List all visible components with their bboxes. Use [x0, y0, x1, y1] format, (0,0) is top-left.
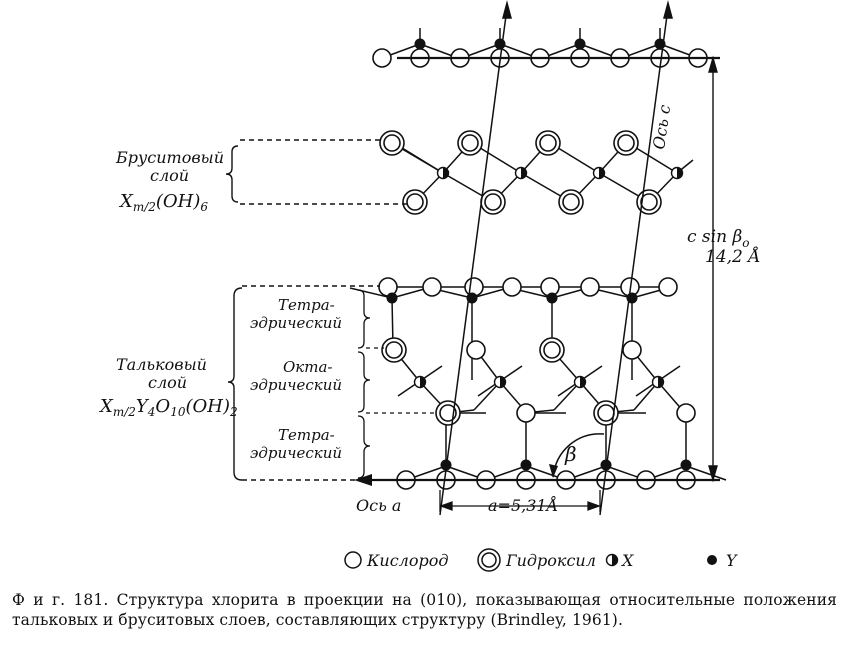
a-dimension — [439, 490, 601, 512]
hydroxyl-atom-inner — [461, 134, 479, 152]
legend-x-symbol-half — [612, 554, 618, 566]
beta-arrow — [549, 464, 558, 478]
tetra-2a: Тетра- — [278, 426, 335, 444]
hydroxyl-atom-inner — [562, 193, 580, 211]
bond — [685, 465, 727, 481]
talc-title-2: слой — [148, 373, 187, 392]
unit-cell-lines — [439, 0, 673, 516]
legend-oxygen-label: Кислород — [366, 551, 448, 570]
octa-b: эдрический — [250, 376, 342, 394]
oxygen-atom — [422, 277, 442, 297]
tetra-1a: Тетра- — [278, 296, 335, 314]
y-cation — [680, 459, 692, 471]
legend-y-label: Y — [726, 551, 738, 570]
octa-a: Окта- — [283, 358, 333, 376]
talc-formula: Xm/2Y4O10(OH)2 — [98, 396, 238, 419]
atoms — [372, 38, 708, 490]
spacing-label: 14,2 Å — [705, 246, 761, 267]
x-cation-half — [599, 167, 605, 179]
csinbeta-label: c sin βo — [687, 227, 750, 250]
x-cation-half — [580, 376, 586, 388]
brucite-formula: Xm/2(OH)6 — [118, 191, 208, 214]
axis-c-arrow-right — [663, 0, 673, 19]
axis-c-label: Ось c — [649, 103, 674, 150]
sub-brackets — [357, 289, 436, 479]
hydroxyl-atom-inner — [383, 134, 401, 152]
hydroxyl-atom-inner — [640, 193, 658, 211]
talc-title-1: Тальковый — [116, 355, 207, 374]
legend-x-label: X — [620, 551, 634, 570]
hydroxyl-atom-inner — [539, 134, 557, 152]
bond — [473, 381, 501, 411]
talc-bracket — [227, 285, 380, 481]
x-cation-half — [677, 167, 683, 179]
caption-text: Структура хлорита в проекции на (010), п… — [12, 591, 838, 629]
legend-hydroxyl-label: Гидроксил — [505, 551, 596, 570]
x-cation-half — [658, 376, 664, 388]
hydroxyl-atom-inner — [543, 341, 561, 359]
oxygen-atom — [676, 403, 696, 423]
y-cation — [520, 459, 532, 471]
oxygen-atom — [658, 277, 678, 297]
axis-a-label: Ось a — [356, 496, 401, 515]
beta-arc — [552, 433, 605, 478]
a-param-label: a=5,31Å — [488, 495, 558, 515]
legend-hydroxyl-symbol-inner — [481, 552, 497, 568]
oxygen-atom — [466, 340, 486, 360]
brucite-bracket — [225, 139, 410, 205]
figure-caption: Ф и г. 181. Структура хлорита в проекции… — [12, 590, 837, 630]
bond — [349, 287, 393, 299]
hydroxyl-atom-inner — [439, 404, 457, 422]
legend-oxygen-symbol — [344, 551, 362, 569]
caption-prefix: Ф и г. 181. — [12, 591, 109, 609]
tetra-2b: эдрический — [250, 444, 342, 462]
brucite-title-1: Бруситовый — [115, 148, 224, 167]
spacing-dimension — [708, 55, 718, 483]
oxygen-atom — [622, 340, 642, 360]
x-cation-half — [500, 376, 506, 388]
hydroxyl-atom-inner — [617, 134, 635, 152]
bond — [553, 381, 581, 411]
x-cation-half — [420, 376, 426, 388]
legend: Кислород Гидроксил X Y — [344, 548, 738, 572]
y-cation — [386, 292, 398, 304]
bond-lines — [349, 28, 727, 481]
y-cation — [494, 38, 506, 50]
hydroxyl-atom-inner — [385, 341, 403, 359]
brucite-title-2: слой — [150, 166, 189, 185]
x-cation-half — [442, 167, 449, 179]
hydroxyl-atom-inner — [484, 193, 502, 211]
oxygen-atom — [502, 277, 522, 297]
y-cation — [414, 38, 426, 50]
cell-line-left — [439, 7, 508, 516]
oxygen-atom — [372, 48, 392, 68]
bond — [471, 287, 509, 299]
beta-label: β — [564, 442, 577, 466]
y-cation — [546, 292, 558, 304]
tetra-1b: эдрический — [250, 314, 342, 332]
axis-c-arrow-left — [502, 0, 512, 19]
hydroxyl-atom-inner — [597, 404, 615, 422]
bond — [391, 287, 429, 299]
legend-y-symbol — [707, 555, 717, 565]
oxygen-atom — [516, 403, 536, 423]
hydroxyl-atom-inner — [406, 193, 424, 211]
y-cation — [574, 38, 586, 50]
x-cation-half — [521, 167, 527, 179]
cell-line-right — [599, 7, 669, 516]
oxygen-atom — [580, 277, 600, 297]
